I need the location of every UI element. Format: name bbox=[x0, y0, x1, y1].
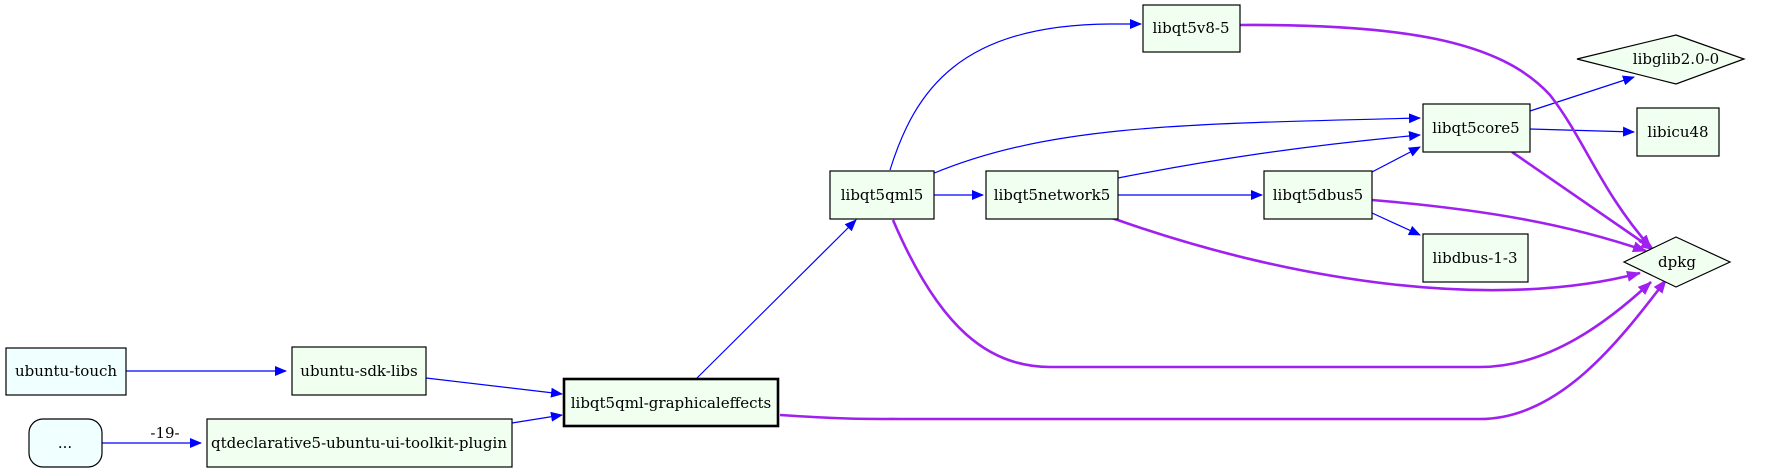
edge-network5-to-dpkg bbox=[1111, 216, 1641, 292]
node-label: libqt5qml-graphicaleffects bbox=[571, 394, 772, 412]
node-libqt5v8-5: libqt5v8-5 bbox=[1142, 4, 1241, 53]
node-libqt5core5: libqt5core5 bbox=[1422, 103, 1531, 153]
edge-graphicaleffects-to-dpkg bbox=[779, 279, 1668, 421]
node-label: libqt5v8-5 bbox=[1153, 19, 1230, 37]
edge-label-19: -19- bbox=[150, 424, 179, 442]
node-libqt5qml-graphicaleffects: libqt5qml-graphicaleffects bbox=[562, 377, 780, 428]
node-label: libqt5dbus5 bbox=[1273, 186, 1363, 204]
edge-qml5-to-core5 bbox=[931, 113, 1421, 175]
edge-network5-to-core5 bbox=[1117, 131, 1421, 179]
node-label: ubuntu-sdk-libs bbox=[300, 362, 417, 380]
edge-sdk-libs-to-graphicaleffects bbox=[425, 377, 563, 398]
node-libqt5network5: libqt5network5 bbox=[985, 170, 1119, 220]
edge-qml5-to-v8 bbox=[889, 19, 1142, 171]
edge-dbus5-to-dpkg bbox=[1371, 198, 1647, 253]
edge-dbus5-to-libdbus bbox=[1371, 212, 1421, 236]
edge-qml5-to-dpkg bbox=[891, 219, 1652, 369]
node-label: libqt5network5 bbox=[994, 186, 1111, 204]
node-ubuntu-sdk-libs: ubuntu-sdk-libs bbox=[291, 346, 427, 396]
node-libqt5qml5: libqt5qml5 bbox=[829, 170, 935, 220]
edge-core5-to-libicu48 bbox=[1529, 126, 1635, 137]
node-ellipsis: ... bbox=[28, 418, 103, 468]
node-ubuntu-touch: ubuntu-touch bbox=[5, 347, 127, 396]
edge-graphicaleffects-to-qml5 bbox=[696, 219, 857, 379]
node-libglib2-0-0: libglib2.0-0 bbox=[1576, 34, 1746, 85]
node-label: libqt5qml5 bbox=[841, 186, 924, 204]
edge-plugin-to-graphicaleffects bbox=[511, 411, 563, 424]
node-label: dpkg bbox=[1658, 253, 1696, 271]
node-label: libglib2.0-0 bbox=[1633, 50, 1719, 68]
node-libdbus-1-3: libdbus-1-3 bbox=[1422, 233, 1529, 283]
node-dpkg: dpkg bbox=[1622, 236, 1732, 288]
edge-dbus5-to-core5 bbox=[1371, 146, 1421, 173]
edge-core5-to-dpkg bbox=[1511, 150, 1655, 252]
edge-v8-to-dpkg bbox=[1239, 23, 1652, 249]
node-libicu48: libicu48 bbox=[1636, 107, 1720, 157]
node-label: libdbus-1-3 bbox=[1433, 249, 1518, 267]
edge-core5-to-libglib bbox=[1529, 75, 1635, 112]
node-label: libicu48 bbox=[1647, 123, 1708, 141]
node-label: ... bbox=[58, 434, 72, 452]
node-label: libqt5core5 bbox=[1432, 119, 1519, 137]
node-label: qtdeclarative5-ubuntu-ui-toolkit-plugin bbox=[211, 434, 507, 452]
node-qtdeclarative-plugin: qtdeclarative5-ubuntu-ui-toolkit-plugin bbox=[206, 418, 513, 468]
node-label: ubuntu-touch bbox=[15, 362, 117, 380]
node-libqt5dbus5: libqt5dbus5 bbox=[1263, 170, 1373, 220]
